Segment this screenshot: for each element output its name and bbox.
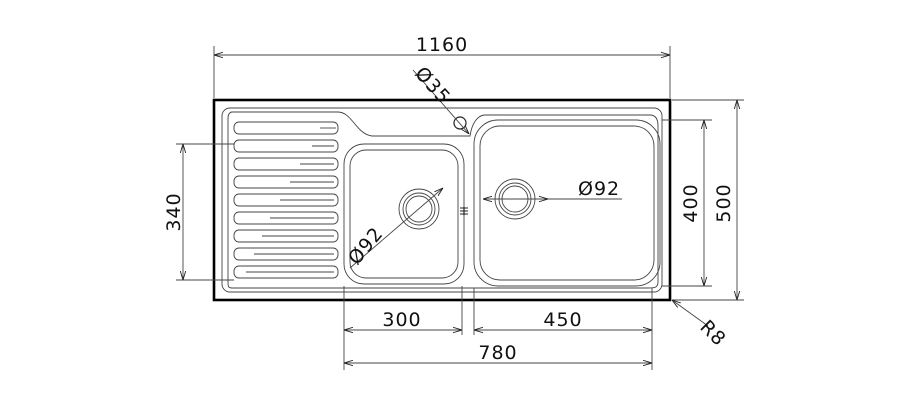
drainer-groove [233, 211, 339, 225]
dimension-label: Ø92 [578, 178, 620, 200]
drainer-groove [233, 121, 339, 135]
dimension-label: 1160 [416, 34, 468, 56]
dimension-bowl-widths: 300 450 [343, 286, 653, 370]
drainer-groove [233, 193, 339, 207]
large-bowl-inner [479, 125, 655, 281]
drainer-board [233, 121, 339, 279]
large-bowl-outer [473, 119, 661, 287]
large-bowl [473, 119, 661, 287]
dimension-height-overall: 500 [672, 99, 744, 301]
dimension-height-bowl: 400 [662, 119, 712, 287]
dimension-large-waste: Ø92 [483, 178, 622, 200]
sink-inner-rim [221, 107, 663, 293]
dimension-label: 300 [382, 309, 421, 331]
drainer-groove [233, 157, 339, 171]
small-bowl-inner [349, 149, 459, 279]
dimension-height-left: 340 [163, 143, 234, 281]
drainer-groove [233, 175, 339, 189]
dimension-label: 450 [543, 309, 582, 331]
dimension-label: 500 [713, 183, 735, 222]
small-waste-outlet [398, 188, 440, 230]
drainer-groove [233, 229, 339, 243]
dimension-label: 780 [478, 342, 517, 364]
dimension-tap-hole: Ø35 [410, 63, 469, 134]
dimension-corner-radius: R8 [672, 300, 730, 351]
overflow-marks [460, 207, 468, 215]
dimension-label: Ø92 [344, 223, 388, 269]
dimension-label: 340 [163, 192, 185, 231]
sink-deck-outline [227, 111, 659, 289]
drainer-groove [233, 247, 339, 261]
dimension-overall-width: 1160 [213, 34, 671, 98]
dimension-bowls-total: 780 [344, 342, 652, 364]
dimension-label: 400 [680, 183, 702, 222]
sink-outline [212, 98, 672, 302]
tap-hole [453, 116, 467, 130]
sink-outer-edge [212, 98, 672, 302]
drainer-groove [233, 265, 339, 279]
dimension-label: Ø35 [410, 63, 455, 109]
drainer-groove [233, 139, 339, 153]
